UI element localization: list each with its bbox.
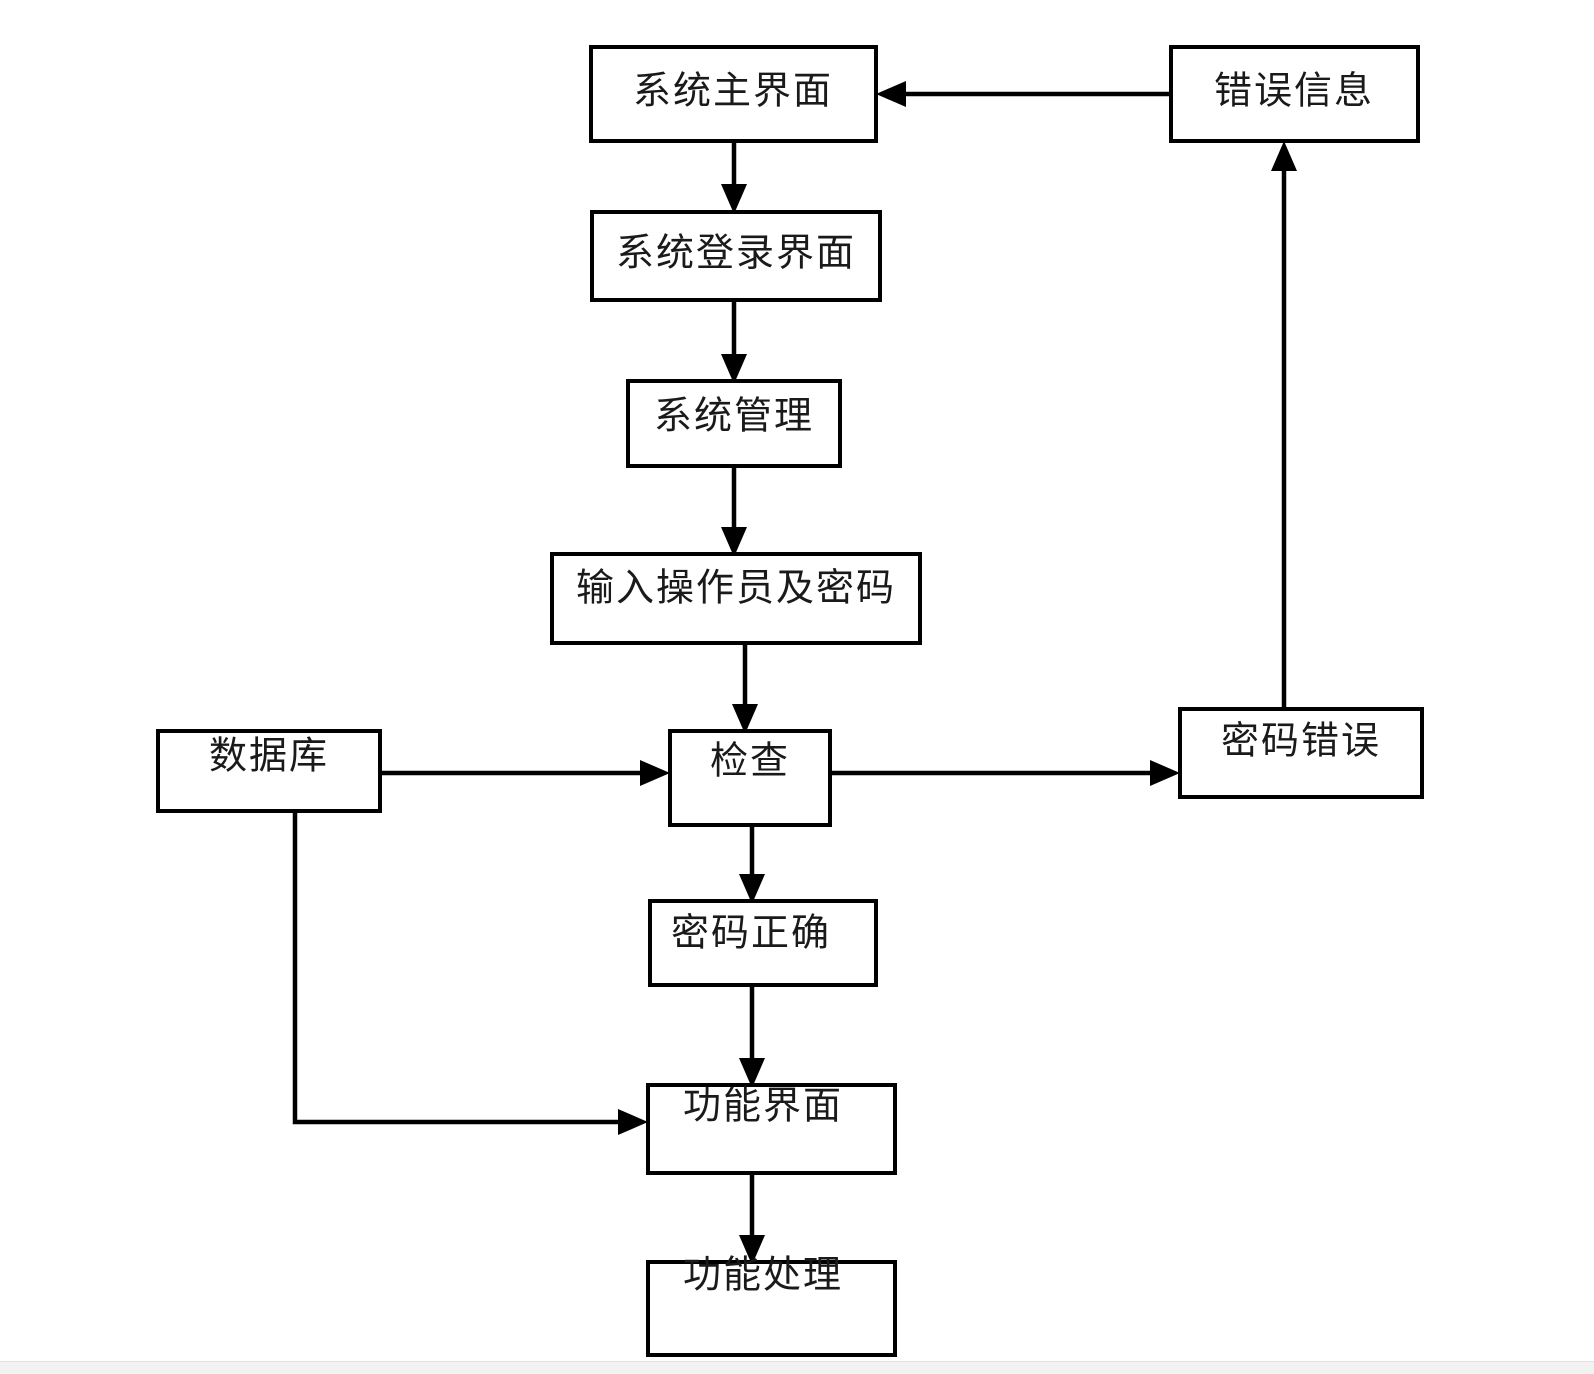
- node-label: 检查: [710, 741, 790, 783]
- bottom-edge-strip: [0, 1361, 1594, 1374]
- node-label: 功能界面: [683, 1086, 843, 1128]
- arrow-head-right-icon: [1150, 760, 1180, 786]
- node-box[interactable]: [589, 45, 878, 143]
- edge-database-to-check: [380, 760, 670, 786]
- node-login-ui[interactable]: 系统登录界面: [590, 210, 882, 302]
- edge-sys-manage-to-input-cred: [721, 466, 747, 557]
- edge-login-ui-to-sys-manage: [721, 300, 747, 384]
- node-func-ui[interactable]: 功能界面: [646, 1083, 897, 1175]
- node-label: 系统主界面: [633, 71, 833, 113]
- node-box[interactable]: [1178, 707, 1424, 799]
- edge-line: [292, 811, 626, 1125]
- node-box[interactable]: [668, 729, 832, 827]
- arrow-head-down-icon: [732, 704, 758, 734]
- node-box[interactable]: [156, 729, 382, 813]
- node-error-info[interactable]: 错误信息: [1169, 45, 1420, 143]
- edge-check-to-pwd-error: [830, 760, 1180, 786]
- node-box[interactable]: [648, 899, 878, 987]
- node-label: 系统管理: [654, 396, 814, 438]
- arrow-head-left-icon: [876, 81, 906, 107]
- node-database[interactable]: 数据库: [156, 729, 382, 813]
- node-label: 错误信息: [1214, 71, 1374, 113]
- arrow-head-down-icon: [721, 184, 747, 214]
- node-label: 密码错误: [1221, 721, 1381, 763]
- edge-main-ui-to-login-ui: [721, 141, 747, 214]
- edge-pwd-correct-to-func-ui: [739, 985, 765, 1088]
- edge-database-to-func-ui: [292, 811, 648, 1135]
- arrow-head-down-icon: [739, 874, 765, 904]
- node-box[interactable]: [1169, 45, 1420, 143]
- node-box[interactable]: [590, 210, 882, 302]
- edge-check-to-pwd-correct: [739, 825, 765, 904]
- node-main-ui[interactable]: 系统主界面: [589, 45, 878, 143]
- node-pwd-correct[interactable]: 密码正确: [648, 899, 878, 987]
- node-layer: 系统主界面 错误信息 系统登录界面 系统管理 输入操作员及密码 检查: [156, 45, 1424, 1357]
- node-input-cred[interactable]: 输入操作员及密码: [550, 552, 922, 645]
- node-label: 输入操作员及密码: [576, 568, 896, 610]
- node-label: 密码正确: [671, 913, 831, 955]
- node-sys-manage[interactable]: 系统管理: [626, 379, 842, 468]
- arrow-head-down-icon: [739, 1235, 765, 1265]
- node-check[interactable]: 检查: [668, 729, 832, 827]
- edge-layer: [292, 81, 1297, 1265]
- node-box[interactable]: [646, 1260, 897, 1357]
- arrow-head-up-icon: [1271, 141, 1297, 171]
- arrow-head-down-icon: [721, 354, 747, 384]
- node-label: 系统登录界面: [616, 233, 856, 275]
- edge-pwd-error-to-error-info: [1271, 141, 1297, 709]
- arrow-head-right-icon: [618, 1109, 648, 1135]
- node-box[interactable]: [626, 379, 842, 468]
- arrow-head-down-icon: [721, 527, 747, 557]
- node-box[interactable]: [646, 1083, 897, 1175]
- node-box[interactable]: [550, 552, 922, 645]
- edge-input-cred-to-check: [732, 643, 758, 734]
- arrow-head-down-icon: [739, 1058, 765, 1088]
- arrow-head-right-icon: [640, 760, 670, 786]
- node-label: 数据库: [209, 736, 329, 778]
- edge-func-ui-to-func-process: [739, 1173, 765, 1265]
- node-label: 功能处理: [683, 1255, 843, 1297]
- node-func-process[interactable]: 功能处理: [646, 1255, 897, 1357]
- node-pwd-error[interactable]: 密码错误: [1178, 707, 1424, 799]
- edge-error-info-to-main-ui: [876, 81, 1171, 107]
